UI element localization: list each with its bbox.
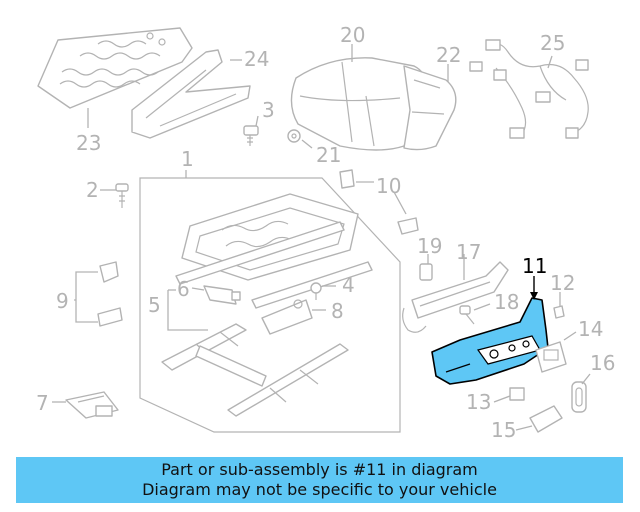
part-9-brackets[interactable] — [97, 261, 123, 327]
part-14-switch[interactable] — [535, 341, 567, 373]
part-1-frame-assembly[interactable] — [139, 177, 401, 433]
callout-17: 17 — [456, 240, 481, 264]
part-12-screw[interactable] — [553, 305, 565, 319]
callout-24: 24 — [244, 47, 269, 71]
callout-21: 21 — [316, 143, 341, 167]
part-13-connector[interactable] — [509, 387, 525, 401]
part-15-knob[interactable] — [529, 405, 563, 433]
callout-2: 2 — [86, 178, 99, 202]
callout-11: 11 — [522, 254, 547, 278]
callout-20: 20 — [340, 23, 365, 47]
callout-9: 9 — [56, 289, 69, 313]
callout-15: 15 — [491, 418, 516, 442]
part-18-screw[interactable] — [459, 305, 475, 325]
callout-4: 4 — [342, 273, 355, 297]
callout-13: 13 — [466, 390, 491, 414]
part-11-side-cover[interactable] — [431, 297, 549, 385]
banner-line-1: Part or sub-assembly is #11 in diagram — [161, 460, 478, 479]
callout-12: 12 — [550, 271, 575, 295]
callout-23: 23 — [76, 131, 101, 155]
callout-10: 10 — [376, 174, 401, 198]
part-17-trim[interactable] — [402, 261, 509, 333]
callout-1: 1 — [181, 147, 194, 171]
part-11-arrow — [530, 292, 538, 300]
callout-6: 6 — [177, 277, 190, 301]
part-24-bolster[interactable] — [131, 49, 251, 139]
part-5-rails[interactable] — [161, 323, 349, 417]
part-16-knob[interactable] — [571, 381, 587, 413]
part-6-actuator[interactable] — [203, 285, 241, 305]
part-19-clip[interactable] — [419, 263, 433, 281]
banner-line-2: Diagram may not be specific to your vehi… — [142, 480, 497, 499]
callout-25: 25 — [540, 31, 565, 55]
part-2-screw[interactable] — [115, 183, 129, 208]
callout-8: 8 — [331, 299, 344, 323]
part-21-clip[interactable] — [287, 129, 301, 143]
part-25-harness[interactable] — [469, 39, 589, 139]
callout-18: 18 — [494, 290, 519, 314]
info-banner: Part or sub-assembly is #11 in diagram D… — [16, 457, 623, 503]
part-10-clip[interactable] — [339, 169, 419, 235]
callout-14: 14 — [578, 317, 603, 341]
part-23-heater-mat[interactable] — [37, 27, 193, 109]
part-7-latch[interactable] — [65, 391, 119, 419]
part-22-cover[interactable] — [403, 65, 457, 151]
part-4-bolt[interactable] — [310, 282, 322, 300]
part-3-bolt[interactable] — [243, 125, 259, 146]
callout-19: 19 — [417, 234, 442, 258]
callout-5: 5 — [148, 293, 161, 317]
callout-3: 3 — [262, 98, 275, 122]
part-8-motor[interactable] — [261, 299, 313, 335]
callout-22: 22 — [436, 43, 461, 67]
callout-7: 7 — [36, 391, 49, 415]
part-20-cushion[interactable] — [290, 57, 428, 151]
callout-16: 16 — [590, 351, 615, 375]
